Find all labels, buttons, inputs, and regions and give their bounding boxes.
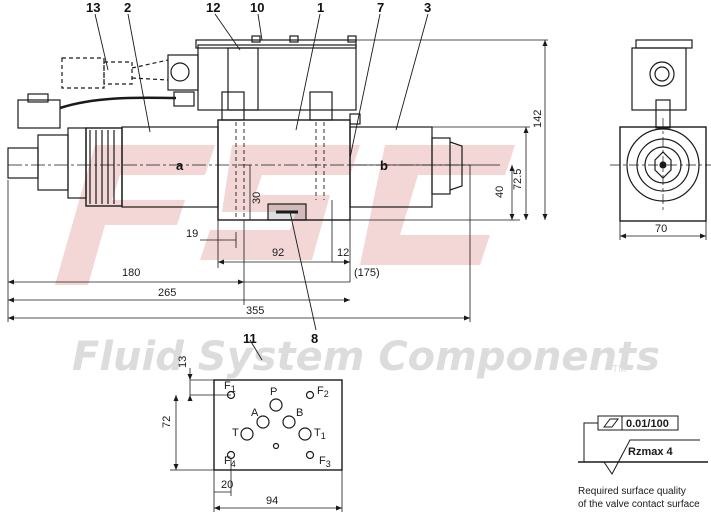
port-F1-label: F1 bbox=[224, 380, 236, 394]
port-pattern-view bbox=[213, 379, 343, 471]
side-view bbox=[7, 35, 463, 221]
callout-10: 10 bbox=[250, 0, 264, 15]
arrowheads bbox=[8, 40, 548, 321]
port-T-hole bbox=[240, 427, 254, 441]
dimension-lines bbox=[7, 39, 548, 322]
port-P-label: P bbox=[270, 386, 277, 398]
dim-72-5: 72.5 bbox=[512, 169, 524, 190]
port-T1-hole bbox=[298, 427, 312, 441]
port-F2-label: F2 bbox=[317, 385, 329, 399]
flatness-tolerance: 0.01/100 bbox=[626, 418, 669, 430]
dim-355: 355 bbox=[246, 305, 264, 317]
surface-note-line1: Required surface quality bbox=[578, 486, 686, 497]
dim-19: 19 bbox=[186, 228, 198, 240]
dim-12: 12 bbox=[337, 247, 349, 259]
watermark-tm: TM bbox=[612, 364, 626, 375]
callout-leaders bbox=[94, 13, 429, 361]
dim-13: 13 bbox=[177, 356, 189, 368]
port-A-hole bbox=[256, 415, 270, 429]
dim-70: 70 bbox=[655, 223, 667, 235]
dim-142: 142 bbox=[532, 110, 544, 128]
callout-2: 2 bbox=[124, 0, 131, 15]
surface-quality-note: Required surface quality of the valve co… bbox=[578, 485, 708, 511]
surface-quality-symbol bbox=[578, 415, 708, 475]
surface-note-line2: of the valve contact surface bbox=[578, 499, 700, 510]
dim-40: 40 bbox=[494, 186, 506, 198]
solenoid-b-label: b bbox=[380, 158, 388, 173]
port-F3-label: F3 bbox=[319, 455, 331, 469]
dim-92: 92 bbox=[272, 247, 284, 259]
dim-180: 180 bbox=[122, 267, 140, 279]
port-B-label: B bbox=[296, 407, 303, 419]
callout-8: 8 bbox=[311, 331, 318, 346]
port-T-label: T bbox=[232, 427, 239, 439]
port-P-hole bbox=[269, 398, 283, 412]
dim-175: (175) bbox=[354, 267, 380, 279]
dim-20: 20 bbox=[221, 479, 233, 491]
roughness-value: Rzmax 4 bbox=[628, 446, 674, 458]
watermark-text: Fluid System Components bbox=[72, 334, 660, 380]
port-A-label: A bbox=[251, 407, 259, 419]
solenoid-a-label: a bbox=[176, 158, 184, 173]
port-B-hole bbox=[282, 415, 296, 429]
port-F4-label: F4 bbox=[224, 455, 236, 469]
callout-3: 3 bbox=[424, 0, 431, 15]
port-F2-hole bbox=[305, 390, 315, 400]
port-T1-label: T1 bbox=[314, 427, 326, 441]
callout-11: 11 bbox=[243, 331, 257, 346]
callout-12: 12 bbox=[206, 0, 220, 15]
plug-13-outline bbox=[61, 57, 105, 89]
dim-265: 265 bbox=[158, 287, 176, 299]
watermark-logo bbox=[55, 145, 515, 285]
callout-7: 7 bbox=[377, 0, 384, 15]
dim-72: 72 bbox=[161, 416, 173, 428]
dim-30: 30 bbox=[251, 192, 263, 204]
port-dimension-lines bbox=[170, 368, 343, 512]
dim-94: 94 bbox=[266, 495, 278, 507]
callout-13: 13 bbox=[86, 0, 100, 15]
callout-1: 1 bbox=[317, 0, 324, 15]
port-F3-hole bbox=[305, 450, 315, 460]
